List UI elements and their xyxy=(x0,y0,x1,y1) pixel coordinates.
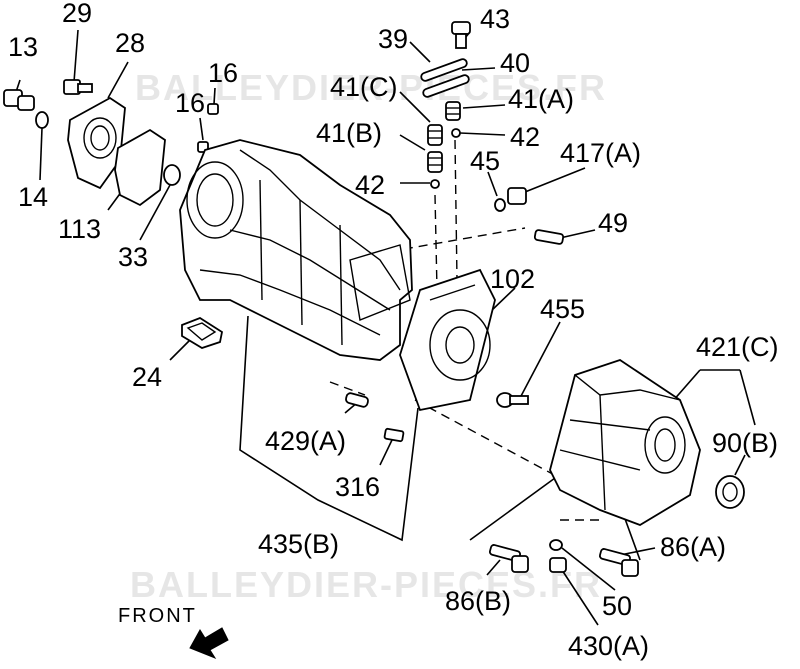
front-arrow-icon xyxy=(189,627,229,660)
watermark-top: BALLEYDIER-PIECES.FR xyxy=(135,67,607,108)
callout-41a: 41(A) xyxy=(508,84,574,114)
ball-42-b xyxy=(430,179,440,189)
screw-455 xyxy=(496,392,529,408)
gasket-113 xyxy=(114,128,166,207)
callout-435b: 435(B) xyxy=(258,529,339,559)
part-316 xyxy=(383,427,405,443)
callout-429a: 429(A) xyxy=(265,426,346,456)
link-39-40 xyxy=(420,58,470,98)
bolt-86a xyxy=(598,548,639,577)
plug-417a xyxy=(507,187,527,205)
callout-45: 45 xyxy=(470,146,500,176)
spring-41a xyxy=(445,101,461,121)
plug-13 xyxy=(3,89,35,111)
bolt-29 xyxy=(63,79,93,95)
oring-50 xyxy=(549,539,563,551)
callout-455: 455 xyxy=(540,294,585,324)
pin-16-a xyxy=(207,103,219,115)
bolt-86b xyxy=(488,544,529,573)
callout-42-left: 42 xyxy=(355,170,385,200)
plug-430a xyxy=(549,557,567,573)
pin-429a xyxy=(345,392,369,408)
callout-41b: 41(B) xyxy=(316,118,382,148)
spring-41b xyxy=(427,151,443,173)
callout-16-top: 16 xyxy=(208,58,238,88)
callout-41c: 41(C) xyxy=(330,72,398,102)
bolt-43 xyxy=(451,21,471,49)
leader-lines xyxy=(14,29,756,626)
front-label: FRONT xyxy=(118,605,197,627)
callout-49: 49 xyxy=(598,208,628,238)
callout-102: 102 xyxy=(490,264,535,294)
callout-421c: 421(C) xyxy=(696,332,779,362)
callout-50: 50 xyxy=(602,591,632,621)
stud-49 xyxy=(533,229,565,245)
callout-113: 113 xyxy=(58,214,101,244)
transmission-case xyxy=(179,139,413,361)
callout-39: 39 xyxy=(378,24,408,54)
callout-24: 24 xyxy=(132,362,162,392)
seal-33 xyxy=(163,164,181,186)
watermark-bottom: BALLEYDIER-PIECES.FR xyxy=(130,564,602,605)
oring-45 xyxy=(494,198,506,212)
callout-labels: 13 29 28 16 16 14 113 33 24 39 43 40 41(… xyxy=(8,0,779,661)
callout-13: 13 xyxy=(8,32,38,62)
callout-90b: 90(B) xyxy=(712,428,778,458)
callout-40: 40 xyxy=(500,48,530,78)
callout-43: 43 xyxy=(480,4,510,34)
front-cover-28 xyxy=(67,96,126,190)
callout-417a: 417(A) xyxy=(560,138,641,168)
callout-29: 29 xyxy=(62,0,92,28)
callout-86b: 86(B) xyxy=(445,586,511,616)
callout-86a: 86(A) xyxy=(660,532,726,562)
pad-24 xyxy=(181,316,224,349)
callout-430a: 430(A) xyxy=(568,631,649,661)
callout-42-right: 42 xyxy=(510,122,540,152)
callout-33: 33 xyxy=(118,242,148,272)
callout-28: 28 xyxy=(115,28,145,58)
callout-14: 14 xyxy=(18,182,48,212)
washer-14 xyxy=(35,111,49,129)
extension-housing-421c xyxy=(549,359,701,526)
callout-316: 316 xyxy=(335,472,380,502)
intermediate-plate-102 xyxy=(399,268,496,412)
ball-42-a xyxy=(451,128,461,138)
spring-41c xyxy=(427,124,443,146)
seal-90b xyxy=(715,475,745,509)
callout-16-mid: 16 xyxy=(175,88,205,118)
